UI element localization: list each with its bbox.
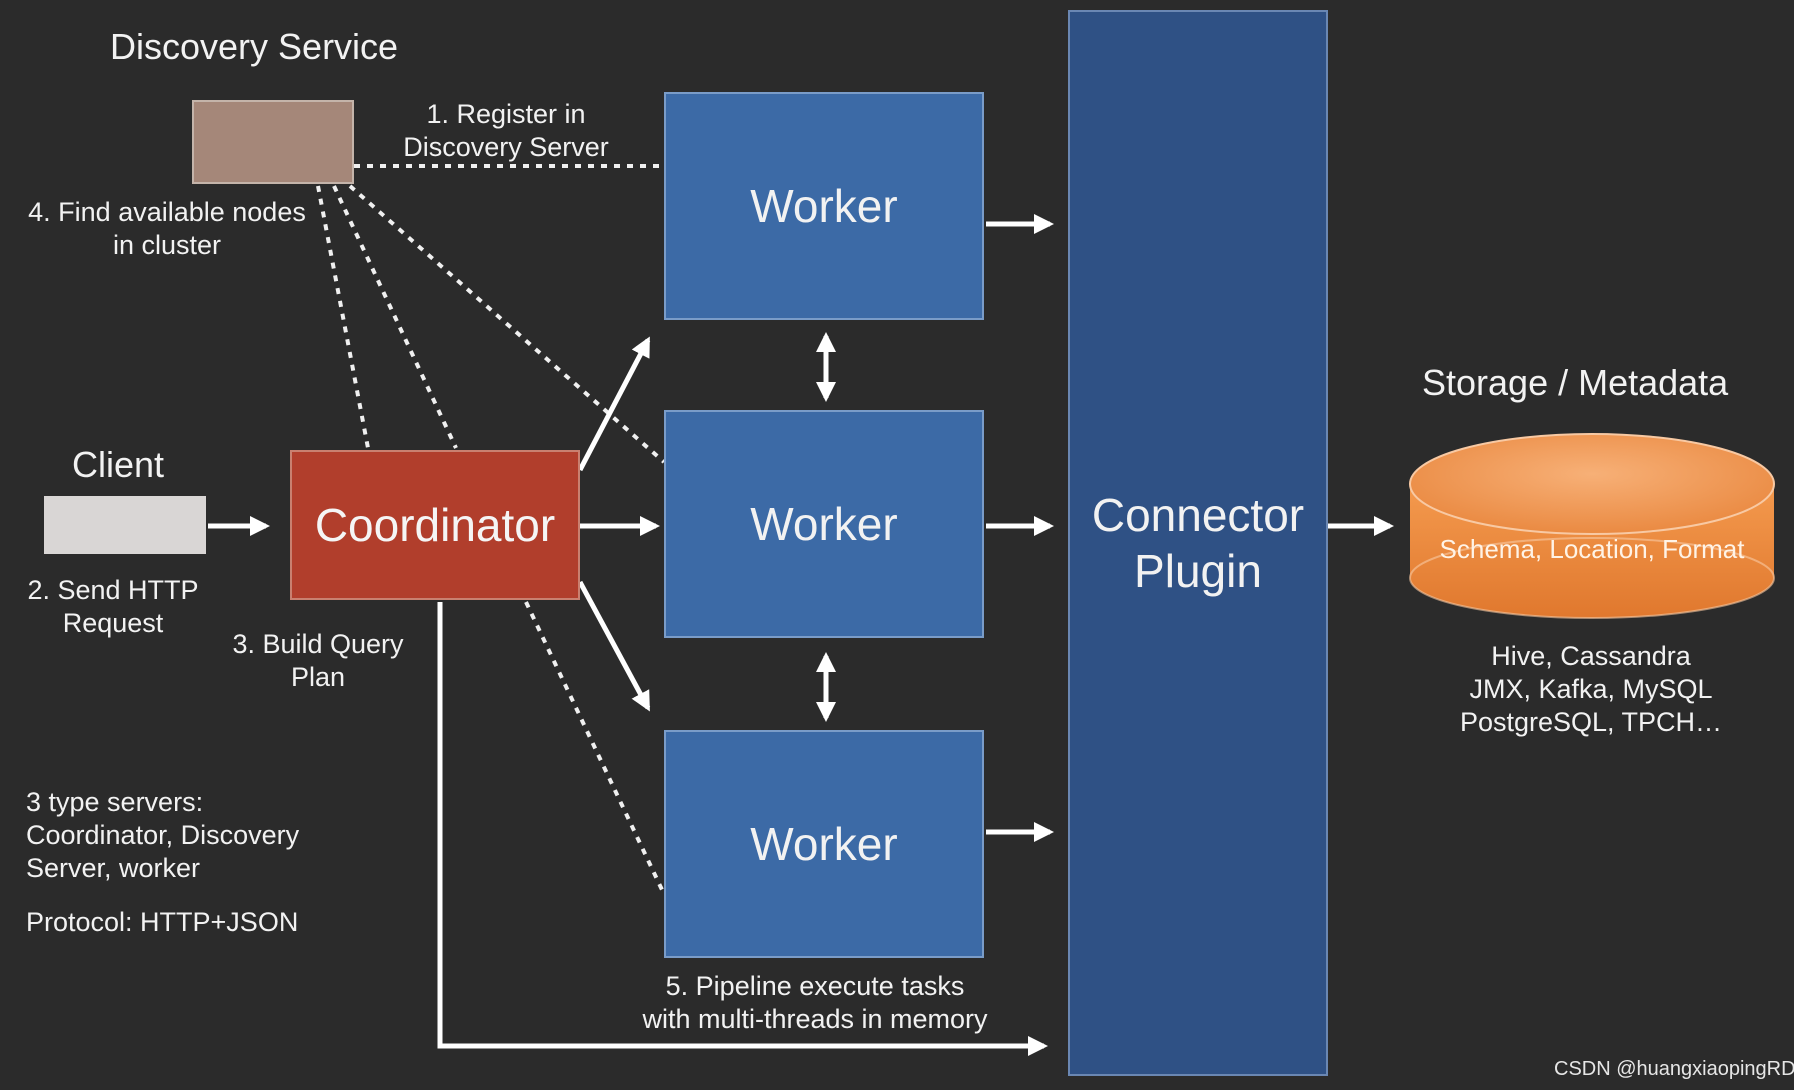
coordinator-to-worker1-arrow [577,336,651,472]
worker-box-1: Worker [664,92,984,320]
worker-box-3: Worker [664,730,984,958]
discovery-service-heading: Discovery Service [110,26,399,67]
protocol-note: Protocol: HTTP+JSON [26,907,299,937]
step-send-http-label: 2. Send HTTP Request [27,575,199,638]
step-build-plan-label: 3. Build Query Plan [232,629,404,692]
find-nodes-line-a [316,185,370,449]
watermark: CSDN @huangxiaopingRD [1554,1058,1794,1080]
step-find-nodes-label: 4. Find available nodes in cluster [28,197,306,260]
storage-cylinder-label: Schema, Location, Format [1439,534,1745,564]
coordinator-to-connector-pipeline-arrow [437,602,1048,1056]
step-pipeline-label: 5. Pipeline execute tasks with multi-thr… [642,971,988,1034]
coordinator-box: Coordinator [290,450,580,600]
storage-cylinder [1409,433,1775,619]
find-nodes-line-b [332,185,458,449]
coordinator-to-worker3-arrow [577,580,651,712]
storage-metadata-heading: Storage / Metadata [1422,362,1729,403]
step-register-label: 1. Register in Discovery Server [403,99,609,162]
coordinator-worker3-line [524,601,666,895]
storage-sources-list: Hive, Cassandra JMX, Kafka, MySQL Postgr… [1459,641,1723,737]
server-types-note: 3 type servers: Coordinator, Discovery S… [26,787,300,883]
discovery-worker2-line [348,184,666,464]
discovery-dotted-lines [316,164,666,895]
connector-plugin-box: Connector Plugin [1068,10,1328,1076]
worker-box-2: Worker [664,410,984,638]
client-box [44,496,206,554]
discovery-service-box [192,100,354,184]
client-heading: Client [72,444,165,485]
